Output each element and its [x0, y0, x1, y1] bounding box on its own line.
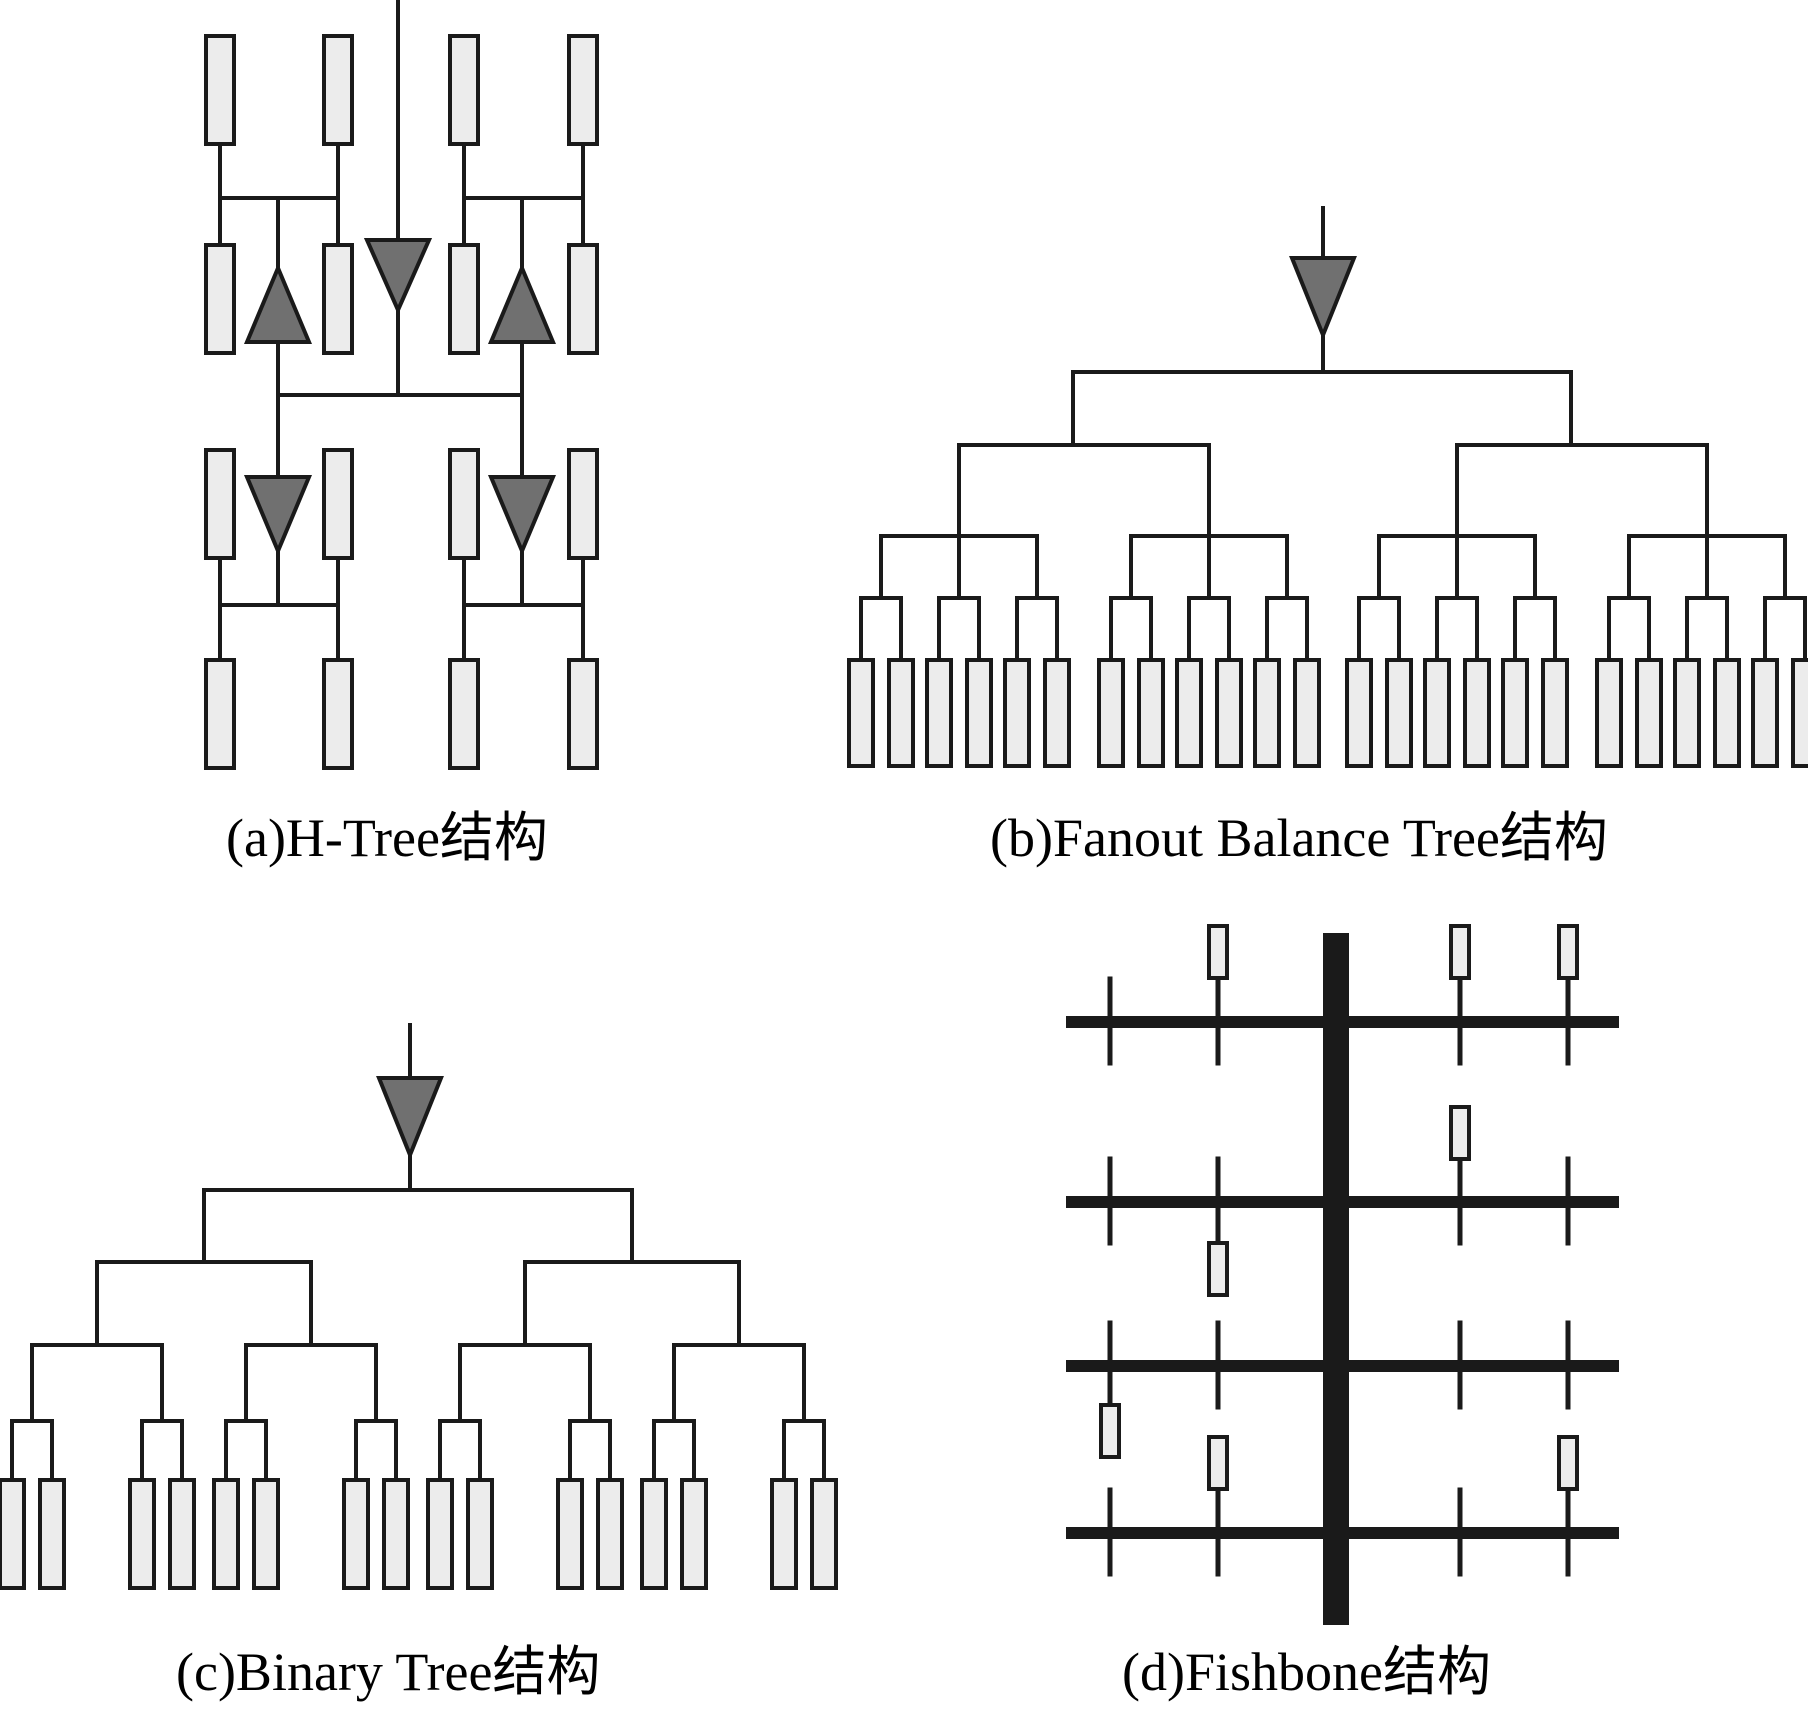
caption-c: (c)Binary Tree结构 — [176, 1642, 601, 1702]
sink-rect — [448, 243, 480, 355]
sink-rect — [426, 1478, 454, 1590]
sink-rect — [1463, 658, 1491, 768]
sink-rect — [0, 1478, 26, 1590]
sink-rect — [322, 448, 354, 560]
sink-rect — [204, 658, 236, 770]
sink-rect — [567, 448, 599, 560]
caption-b: (b)Fanout Balance Tree结构 — [990, 808, 1608, 868]
buffer-triangle-icon — [243, 475, 313, 557]
sink-rect — [128, 1478, 156, 1590]
buffer-triangle-icon — [363, 238, 433, 315]
sink-rect — [847, 658, 875, 768]
sink-rect — [1137, 658, 1165, 768]
sink-rect — [1207, 924, 1229, 980]
sink-rect — [596, 1478, 624, 1590]
panel-b-fanout-balance-tree — [847, 206, 1808, 768]
sink-rect — [1345, 658, 1373, 768]
sink-rect — [567, 243, 599, 355]
sink-rect — [1557, 924, 1579, 980]
buffer-triangle-icon — [243, 262, 313, 344]
fishbone-rib — [1066, 1016, 1619, 1028]
sink-rect — [448, 448, 480, 560]
sink-rect — [448, 34, 480, 146]
fishbone-spine — [1323, 933, 1349, 1625]
sink-rect — [1635, 658, 1663, 768]
sink-rect — [342, 1478, 370, 1590]
caption-a: (a)H-Tree结构 — [226, 808, 548, 868]
panel-d-fishbone — [1066, 924, 1619, 1625]
sink-rect — [567, 658, 599, 770]
buffer-triangle-icon — [487, 262, 557, 344]
sink-rect — [1557, 1435, 1579, 1491]
sink-rect — [322, 658, 354, 770]
sink-rect — [1293, 658, 1321, 768]
caption-d: (d)Fishbone结构 — [1122, 1642, 1491, 1702]
sink-rect — [1713, 658, 1741, 768]
sink-rect — [1003, 658, 1031, 768]
panel-c-binary-tree — [0, 1023, 838, 1590]
sink-rect — [322, 34, 354, 146]
fishbone-rib — [1066, 1527, 1619, 1539]
buffer-triangle-icon — [1289, 256, 1357, 341]
sink-rect — [1541, 658, 1569, 768]
sink-rect — [1097, 658, 1125, 768]
sink-rect — [640, 1478, 668, 1590]
sink-rect — [168, 1478, 196, 1590]
sink-rect — [1253, 658, 1281, 768]
sink-rect — [770, 1478, 798, 1590]
sink-rect — [1791, 658, 1808, 768]
fishbone-rib — [1066, 1196, 1619, 1208]
sink-rect — [1215, 658, 1243, 768]
buffer-triangle-icon — [376, 1076, 444, 1161]
sink-rect — [556, 1478, 584, 1590]
sink-rect — [38, 1478, 66, 1590]
sink-rect — [1423, 658, 1451, 768]
sink-rect — [1673, 658, 1701, 768]
sink-rect — [1207, 1241, 1229, 1297]
fishbone-rib — [1066, 1360, 1619, 1372]
sink-rect — [204, 243, 236, 355]
sink-rect — [466, 1478, 494, 1590]
sink-rect — [1207, 1435, 1229, 1491]
sink-rect — [322, 243, 354, 355]
sink-rect — [887, 658, 915, 768]
sink-rect — [204, 34, 236, 146]
sink-rect — [1099, 1403, 1121, 1459]
sink-rect — [1501, 658, 1529, 768]
sink-rect — [567, 34, 599, 146]
sink-rect — [1449, 1105, 1471, 1161]
sink-rect — [204, 448, 236, 560]
sink-rect — [212, 1478, 240, 1590]
sink-rect — [810, 1478, 838, 1590]
sink-rect — [680, 1478, 708, 1590]
sink-rect — [1385, 658, 1413, 768]
sink-rect — [1043, 658, 1071, 768]
panel-a-htree — [204, 0, 599, 770]
sink-rect — [1175, 658, 1203, 768]
sink-rect — [1449, 924, 1471, 980]
sink-rect — [382, 1478, 410, 1590]
buffer-triangle-icon — [487, 475, 557, 557]
sink-rect — [925, 658, 953, 768]
sink-rect — [1751, 658, 1779, 768]
sink-rect — [252, 1478, 280, 1590]
sink-rect — [448, 658, 480, 770]
sink-rect — [965, 658, 993, 768]
sink-rect — [1595, 658, 1623, 768]
